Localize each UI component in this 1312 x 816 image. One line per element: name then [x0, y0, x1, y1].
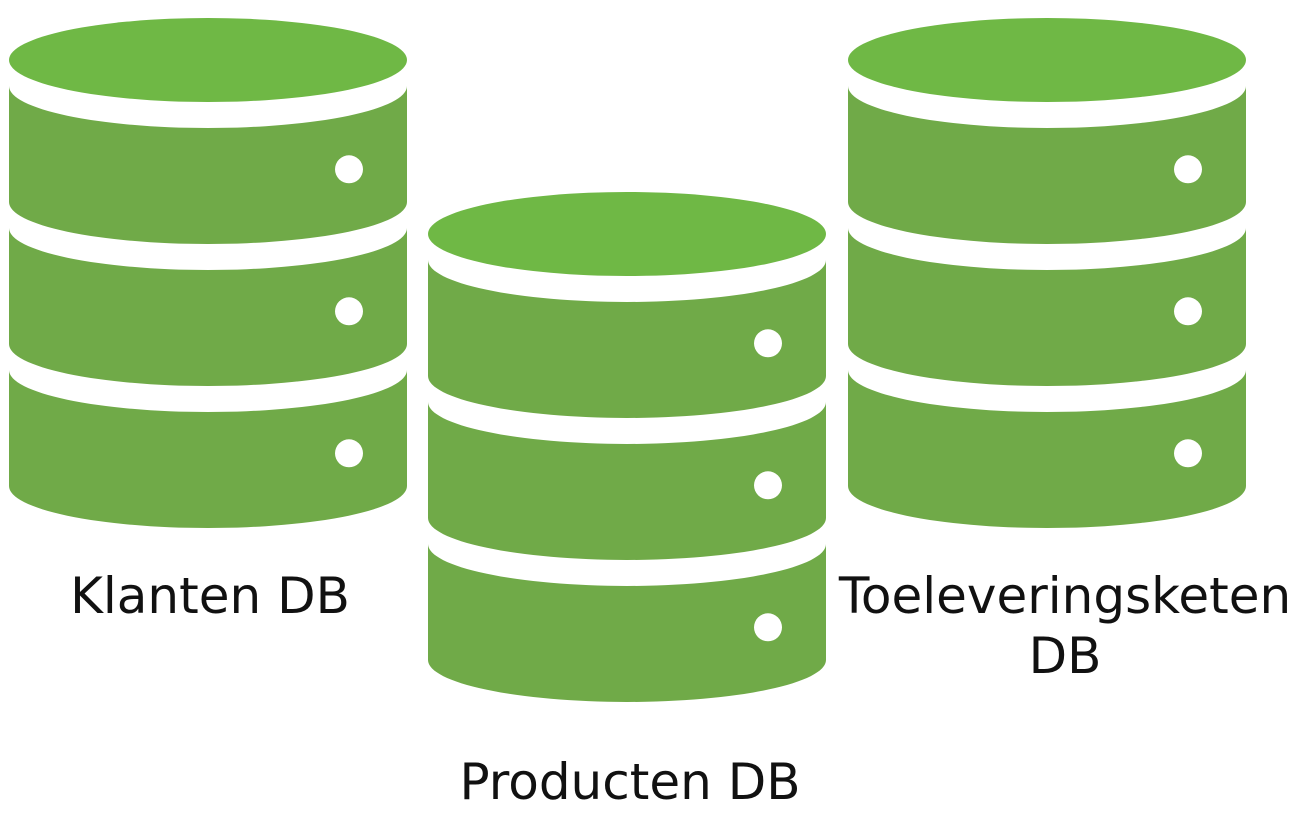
cylinder-cap — [428, 192, 826, 276]
klanten-db-label: Klanten DB — [70, 567, 350, 625]
cylinder-cap — [848, 18, 1246, 102]
cylinder-disk — [428, 260, 826, 418]
indicator-dot — [754, 613, 782, 642]
cylinder-disk — [9, 86, 407, 244]
indicator-dot — [1174, 155, 1202, 184]
indicator-dot — [335, 297, 363, 326]
cylinder-disk — [848, 370, 1246, 528]
toeleveringsketen-db-label: Toeleveringsketen DB — [838, 567, 1292, 685]
cylinder-cap — [9, 18, 407, 102]
indicator-dot — [754, 471, 782, 500]
indicator-dot — [335, 439, 363, 468]
indicator-dot — [754, 329, 782, 358]
cylinder-disk — [848, 228, 1246, 386]
toelevering-database-icon — [848, 18, 1246, 528]
cylinder-disk — [428, 544, 826, 702]
cylinder-disk — [848, 86, 1246, 244]
klanten-database-icon — [9, 18, 407, 528]
cylinder-disk — [428, 402, 826, 560]
indicator-dot — [1174, 297, 1202, 326]
indicator-dot — [335, 155, 363, 184]
cylinder-disk — [9, 370, 407, 528]
cylinder-disk — [9, 228, 407, 386]
producten-db-label: Producten DB — [459, 753, 801, 811]
indicator-dot — [1174, 439, 1202, 468]
producten-database-icon — [428, 192, 826, 702]
